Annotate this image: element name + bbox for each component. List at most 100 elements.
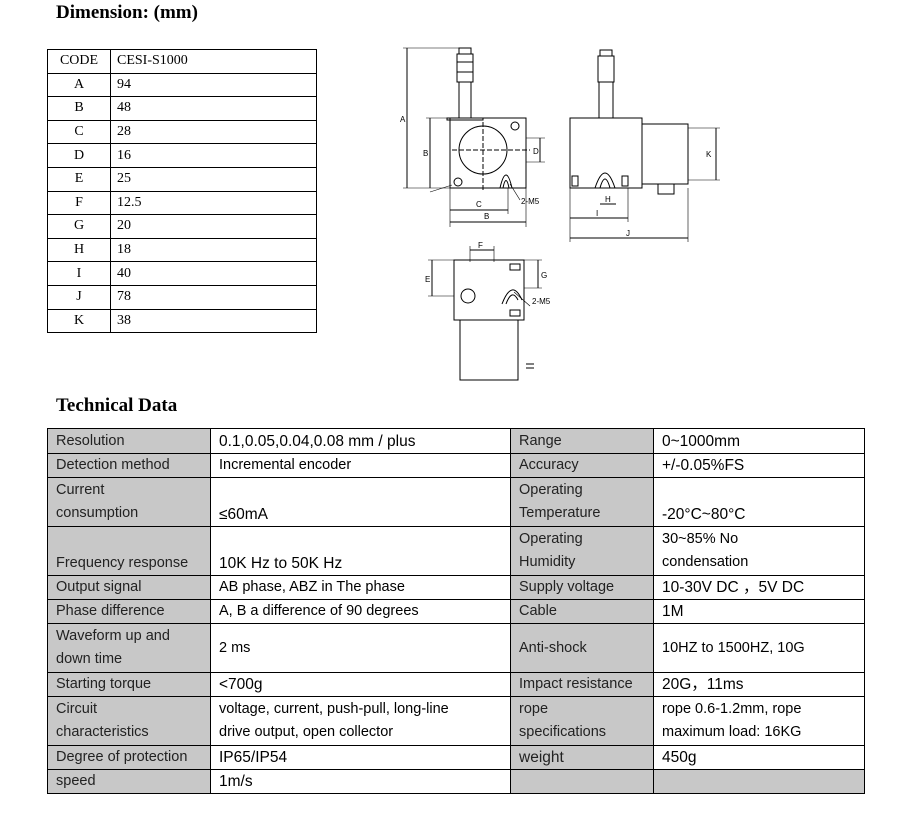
spec-label: Output signal bbox=[47, 575, 211, 600]
spec-value: 450g bbox=[653, 745, 865, 770]
spec-label-line: rope bbox=[519, 701, 549, 717]
table-row: Circuit characteristics voltage, current,… bbox=[47, 696, 865, 746]
spec-label: Resolution bbox=[47, 428, 211, 454]
table-row: Starting torque <700g Impact resistance … bbox=[47, 672, 865, 697]
spec-label: Anti-shock bbox=[510, 623, 654, 673]
dim-code: J bbox=[47, 284, 111, 310]
spec-value-line: drive output, open collector bbox=[219, 724, 394, 740]
spec-label-line: Waveform up and bbox=[56, 628, 170, 644]
dim-code: I bbox=[47, 261, 111, 286]
dimension-drawing: A B D C B 2-M5 K H I J E F G 2-M5 bbox=[400, 47, 720, 381]
table-row: Phase difference A, B a difference of 90… bbox=[47, 599, 865, 624]
spec-label: Phase difference bbox=[47, 599, 211, 624]
table-row: Frequency response 10K Hz to 50K Hz Oper… bbox=[47, 526, 865, 576]
dim-code: H bbox=[47, 237, 111, 263]
spec-label-line: specifications bbox=[519, 724, 607, 740]
spec-value: -20°C~80°C bbox=[653, 477, 865, 527]
spec-value: 0.1,0.05,0.04,0.08 mm / plus bbox=[210, 428, 511, 454]
spec-value-line: condensation bbox=[662, 554, 749, 570]
spec-label-line: Humidity bbox=[519, 554, 576, 570]
dim-label-i: I bbox=[596, 209, 598, 218]
spec-value: ≤60mA bbox=[210, 477, 511, 527]
spec-label-line: down time bbox=[56, 651, 123, 667]
dim-label-g: G bbox=[541, 271, 547, 280]
spec-label-line: Current bbox=[56, 482, 105, 498]
spec-value-line: 30~85% No bbox=[662, 531, 739, 547]
dim-label-k: K bbox=[706, 150, 712, 159]
dimension-title: Dimension: (mm) bbox=[56, 2, 198, 23]
spec-value: 10-30V DC ，5V DC bbox=[653, 575, 865, 600]
spec-value: 1M bbox=[653, 599, 865, 624]
spec-label: Starting torque bbox=[47, 672, 211, 697]
dim-value: 25 bbox=[110, 166, 317, 192]
table-row: Resolution 0.1,0.05,0.04,0.08 mm / plus … bbox=[47, 428, 865, 454]
spec-value: <700g bbox=[210, 672, 511, 697]
dim-code: B bbox=[47, 96, 111, 121]
spec-label: Degree of protection bbox=[47, 745, 211, 770]
dim-label-j: J bbox=[626, 229, 630, 238]
dim-label-h: H bbox=[605, 195, 611, 204]
dim-code: C bbox=[47, 119, 111, 145]
spec-value: voltage, current, push-pull, long-line dr… bbox=[210, 696, 511, 746]
dim-label-a: A bbox=[400, 115, 406, 124]
spec-value-line: voltage, current, push-pull, long-line bbox=[219, 701, 449, 717]
spec-label: Supply voltage bbox=[510, 575, 654, 600]
spec-label-line: consumption bbox=[56, 505, 139, 521]
spec-label-line: characteristics bbox=[56, 724, 149, 740]
spec-value: 30~85% No condensation bbox=[653, 526, 865, 576]
spec-value: 20G，11ms bbox=[653, 672, 865, 697]
table-row: CODE CESI-S1000 bbox=[47, 49, 317, 74]
spec-label: Waveform up and down time bbox=[47, 623, 211, 673]
spec-label-line: Operating bbox=[519, 531, 583, 547]
spec-label-line: Circuit bbox=[56, 701, 98, 717]
spec-value: Incremental encoder bbox=[210, 453, 511, 478]
spec-label: Frequency response bbox=[47, 526, 211, 576]
spec-label: Current consumption bbox=[47, 477, 211, 527]
spec-value: +/-0.05%FS bbox=[653, 453, 865, 478]
table-row: Waveform up and down time 2 ms Anti-shock… bbox=[47, 623, 865, 673]
spec-label: weight bbox=[510, 745, 654, 770]
technical-title: Technical Data bbox=[56, 395, 178, 416]
dim-value: 28 bbox=[110, 119, 317, 145]
table-row: Detection method Incremental encoder Acc… bbox=[47, 453, 865, 478]
dim-label-2m5-bottom: 2-M5 bbox=[532, 297, 551, 306]
empty-cell bbox=[510, 769, 654, 794]
spec-label: Detection method bbox=[47, 453, 211, 478]
dim-code: K bbox=[47, 308, 111, 334]
dim-code: D bbox=[47, 143, 111, 168]
dim-label-2m5-front: 2-M5 bbox=[521, 197, 540, 206]
table-row: Degree of protection IP65/IP54 weight 45… bbox=[47, 745, 865, 770]
dim-code: F bbox=[47, 190, 111, 216]
dim-value: 38 bbox=[110, 308, 317, 334]
dim-label-d: D bbox=[533, 147, 539, 156]
spec-value-line: rope 0.6-1.2mm, rope bbox=[662, 701, 802, 717]
model-header: CESI-S1000 bbox=[110, 49, 317, 74]
dim-label-c: C bbox=[476, 200, 482, 209]
technical-table: Resolution 0.1,0.05,0.04,0.08 mm / plus … bbox=[47, 428, 865, 794]
dim-value: 40 bbox=[110, 261, 317, 286]
table-row: speed 1m/s bbox=[47, 769, 865, 794]
dim-label-b: B bbox=[484, 212, 489, 221]
spec-value: 10HZ to 1500HZ, 10G bbox=[653, 623, 865, 673]
spec-value: IP65/IP54 bbox=[210, 745, 511, 770]
spec-label: Accuracy bbox=[510, 453, 654, 478]
spec-value: 2 ms bbox=[210, 623, 511, 673]
spec-value: A, B a difference of 90 degrees bbox=[210, 599, 511, 624]
spec-label: rope specifications bbox=[510, 696, 654, 746]
code-header: CODE bbox=[47, 49, 111, 74]
